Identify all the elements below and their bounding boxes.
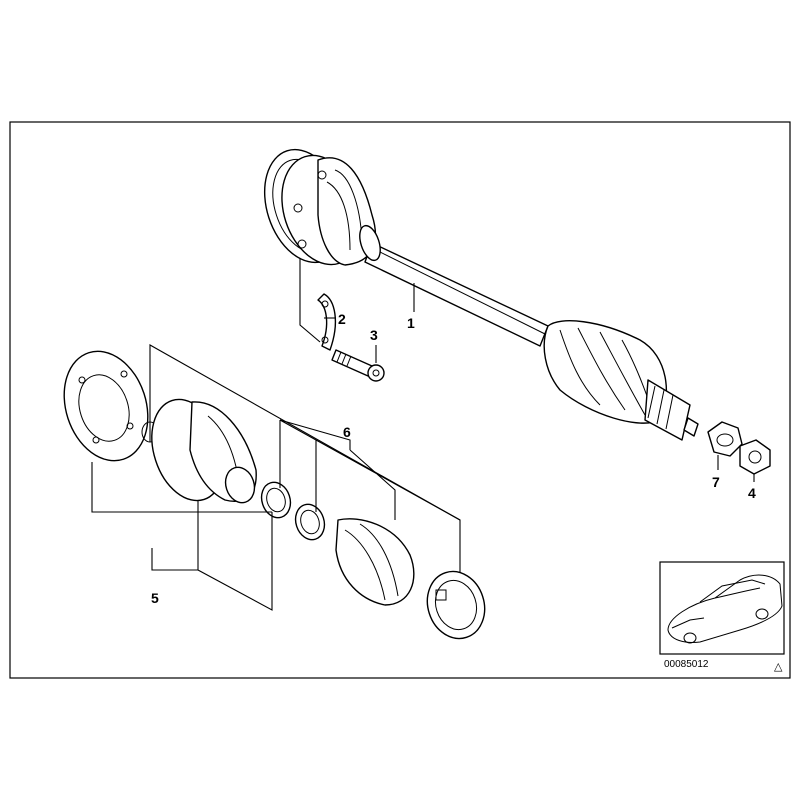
- callout-3: 3: [370, 327, 378, 343]
- callout-1: 1: [407, 315, 415, 331]
- outer-boot-kit-parts: [63, 350, 292, 519]
- diagram-frame: [9, 121, 791, 679]
- leader-2-link: [299, 258, 321, 343]
- callout-2: 2: [338, 311, 346, 327]
- collar-nut: [739, 439, 771, 475]
- inner-boot-kit-parts: [294, 503, 486, 640]
- reference-number: 00085012: [664, 659, 709, 670]
- callout-7: 7: [712, 474, 720, 490]
- leader-5: [91, 344, 461, 611]
- warning-triangle-icon: △: [774, 660, 783, 673]
- vehicle-locator-thumbnail: [659, 561, 785, 655]
- drive-shaft: [263, 148, 699, 441]
- leader-6: [279, 419, 461, 521]
- lock-plate: [317, 293, 337, 351]
- car-outline-icon: [667, 574, 783, 644]
- lock-washer: [707, 421, 743, 457]
- callout-5: 5: [151, 590, 159, 606]
- callout-4: 4: [748, 485, 756, 501]
- callout-6: 6: [343, 424, 351, 440]
- bolt: [331, 349, 385, 382]
